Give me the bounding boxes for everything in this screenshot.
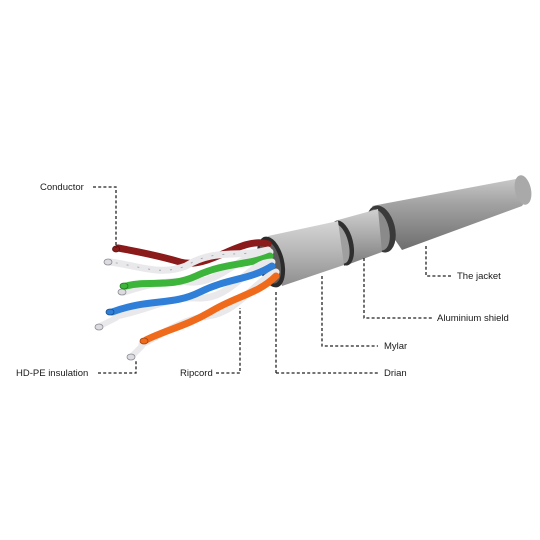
leader-ripcord [216,308,241,374]
leader-conductor [93,186,117,248]
label-mylar: Mylar [384,341,407,352]
label-drian: Drian [384,368,407,379]
leader-lines [93,186,452,374]
label-aluminium-shield: Aluminium shield [437,313,509,324]
pair-brown [106,239,272,274]
label-jacket: The jacket [457,271,501,282]
leader-mylar [321,276,378,347]
label-conductor: Conductor [40,182,84,193]
jacket [366,175,532,253]
label-ripcord: Ripcord [180,368,213,379]
pair-blue [97,258,276,329]
leader-shield [363,258,432,319]
pair-green [120,248,274,296]
label-hdpe-insulation: HD-PE insulation [16,368,88,379]
leader-hdpe [98,360,137,374]
leader-drian [275,292,378,374]
conductor-tips [94,245,149,361]
leader-jacket [425,246,452,277]
